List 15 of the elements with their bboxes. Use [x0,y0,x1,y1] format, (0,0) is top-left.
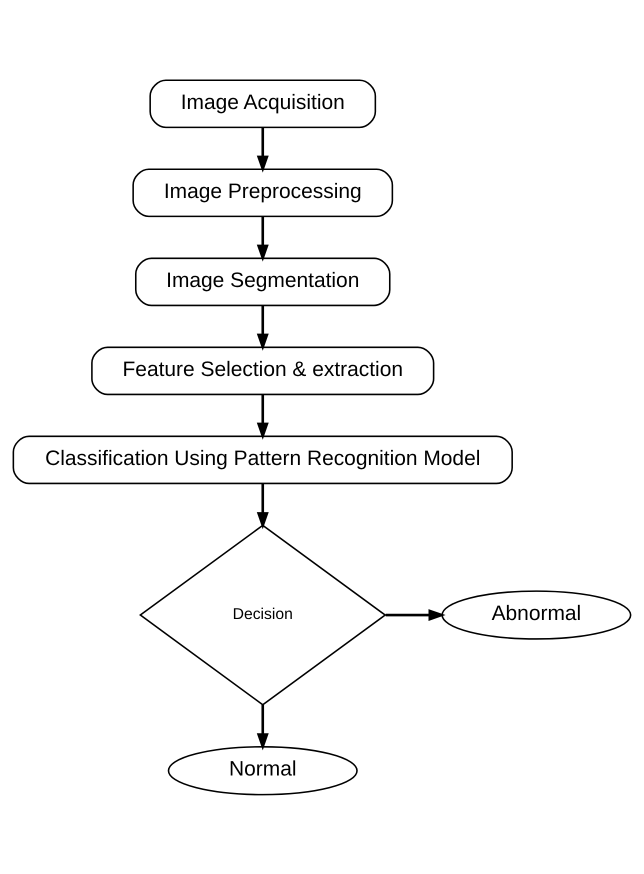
node-box: Classification Using Pattern Recognition Model [12,435,513,484]
node-box: Feature Selection & extraction [91,346,434,395]
arrow [256,305,269,350]
node-box: Image Acquisition [149,78,376,128]
node-box: Image Preprocessing [132,168,394,217]
arrow [256,127,269,172]
arrow [256,704,269,750]
arrow [256,394,269,440]
arrow [256,216,269,262]
node-box: Image Segmentation [134,257,391,306]
arrow [386,608,446,621]
node-ellipse: Normal [168,746,358,795]
node-ellipse: Abnormal [441,590,632,640]
arrow [256,483,269,529]
node-diamond: Decision [139,524,386,706]
